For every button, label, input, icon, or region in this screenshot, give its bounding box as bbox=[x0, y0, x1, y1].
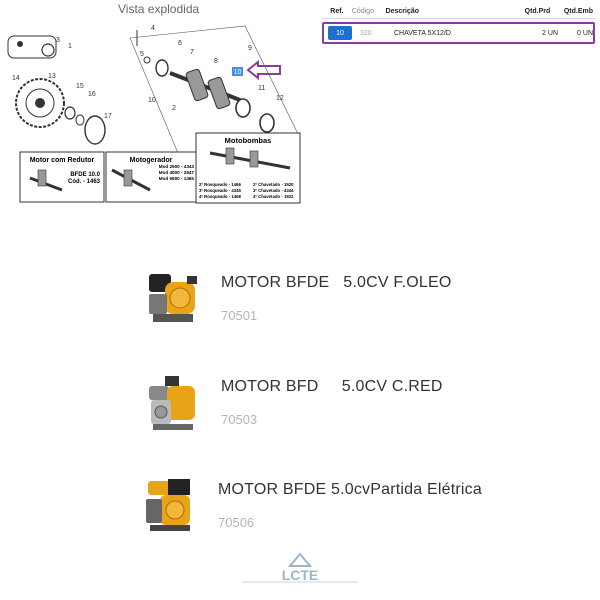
ref-badge: 10 bbox=[328, 26, 352, 40]
col-ref[interactable]: Ref. bbox=[330, 7, 344, 15]
callout-16: 16 bbox=[88, 91, 96, 98]
callout-1: 1 bbox=[68, 43, 72, 50]
svg-text:Mod 2500 - 4343: Mod 2500 - 4343 bbox=[159, 164, 195, 169]
product-code: 70503 bbox=[221, 412, 258, 427]
callout-6: 6 bbox=[178, 40, 182, 47]
box-motor-redutor: Motor com Redutor BFDE 10.0 Cód. - 1463 bbox=[19, 151, 105, 203]
cover-assembly bbox=[7, 35, 57, 59]
product-name[interactable]: MOTOR BFDE 5.0CV F.OLEO bbox=[221, 274, 452, 291]
svg-text:4º Rosqueado - 1468: 4º Rosqueado - 1468 bbox=[199, 194, 242, 199]
col-qtd-emb[interactable]: Qtd.Emb bbox=[563, 7, 593, 15]
engine-thumbnail[interactable] bbox=[140, 475, 202, 537]
svg-text:3º Chavetado - 4344: 3º Chavetado - 4344 bbox=[253, 188, 294, 193]
lcte-logo: LCTE bbox=[242, 552, 358, 583]
callout-14: 14 bbox=[12, 75, 20, 82]
highlight-callout bbox=[232, 67, 243, 76]
box-motogerador: Motogerador Mod 2500 - 4343 Mod 4000 - 2… bbox=[105, 151, 197, 203]
product-name[interactable]: MOTOR BFDE 5.0cvPartida Elétrica bbox=[218, 481, 482, 498]
col-codigo[interactable]: Código bbox=[351, 7, 374, 15]
highlight-arrow bbox=[246, 59, 281, 81]
row-descricao: CHAVETA 5X12/D bbox=[394, 29, 451, 37]
svg-text:BFDE 10.0: BFDE 10.0 bbox=[70, 172, 100, 178]
product-code: 70501 bbox=[221, 308, 258, 323]
svg-text:Motogerador: Motogerador bbox=[130, 157, 173, 164]
svg-text:2º Chavetado - 1920: 2º Chavetado - 1920 bbox=[253, 182, 294, 187]
svg-text:4º Chavetado - 1922: 4º Chavetado - 1922 bbox=[253, 194, 294, 199]
svg-text:Motobombas: Motobombas bbox=[225, 136, 272, 145]
col-qtd-prd[interactable]: Qtd.Prd bbox=[524, 7, 551, 15]
row-qtd-prd: 2 UN bbox=[542, 29, 558, 37]
parts-table-header: Ref. Código Descrição Qtd.Prd Qtd.Emb bbox=[322, 4, 595, 19]
product-name[interactable]: MOTOR BFD 5.0CV C.RED bbox=[221, 378, 443, 395]
callout-11: 11 bbox=[258, 85, 265, 92]
product-item[interactable]: MOTOR BFDE 5.0CV F.OLEO 70501 bbox=[143, 268, 452, 330]
callout-8: 8 bbox=[214, 58, 218, 65]
bearing-small bbox=[64, 106, 106, 145]
diagram-title: Vista explodida bbox=[118, 2, 200, 16]
callout-2: 2 bbox=[172, 105, 176, 112]
lcte-logo-text: LCTE bbox=[282, 567, 319, 583]
col-descricao[interactable]: Descrição bbox=[385, 7, 419, 15]
svg-text:3º Rosqueado - 4345: 3º Rosqueado - 4345 bbox=[199, 188, 242, 193]
exploded-view-diagram: 10 1 2 3 4 5 6 7 8 9 10 11 12 13 14 15 1… bbox=[7, 25, 301, 204]
box-motobombas: Motobombas 2º Rosqueado - 1466 3º Rosque… bbox=[195, 132, 301, 204]
product-code: 70506 bbox=[218, 515, 255, 530]
table-row[interactable]: 10 320 CHAVETA 5X12/D 2 UN 0 UN bbox=[322, 22, 595, 44]
bearings bbox=[136, 30, 275, 133]
parts-table: Ref. Código Descrição Qtd.Prd Qtd.Emb 10… bbox=[322, 4, 595, 44]
svg-text:2º Rosqueado - 1466: 2º Rosqueado - 1466 bbox=[199, 182, 242, 187]
highlight-callout-label: 10 bbox=[234, 69, 242, 76]
row-qtd-emb: 0 UN bbox=[577, 29, 593, 37]
callout-3: 3 bbox=[56, 37, 60, 44]
callout-7: 7 bbox=[190, 49, 194, 56]
callout-5: 5 bbox=[140, 51, 144, 58]
svg-text:Cód. - 1463: Cód. - 1463 bbox=[68, 179, 101, 185]
product-item[interactable]: MOTOR BFD 5.0CV C.RED 70503 bbox=[143, 372, 443, 434]
callout-10: 10 bbox=[148, 97, 156, 104]
callout-13: 13 bbox=[48, 73, 56, 80]
flywheel bbox=[15, 78, 65, 128]
engine-thumbnail[interactable] bbox=[143, 268, 205, 330]
product-item[interactable]: MOTOR BFDE 5.0cvPartida Elétrica 70506 bbox=[140, 475, 482, 537]
callout-4: 4 bbox=[151, 25, 155, 32]
callout-17: 17 bbox=[104, 113, 112, 120]
crankshaft bbox=[169, 68, 241, 110]
svg-text:Mod 6500 - 1465: Mod 6500 - 1465 bbox=[159, 176, 195, 181]
svg-text:Motor com Redutor: Motor com Redutor bbox=[30, 157, 95, 164]
callout-9: 9 bbox=[248, 45, 252, 52]
svg-text:Mod 4000 - 2847: Mod 4000 - 2847 bbox=[159, 170, 195, 175]
engine-thumbnail[interactable] bbox=[143, 372, 205, 434]
callout-15: 15 bbox=[76, 83, 84, 90]
row-codigo: 320 bbox=[360, 29, 372, 37]
callout-12: 12 bbox=[276, 95, 284, 102]
